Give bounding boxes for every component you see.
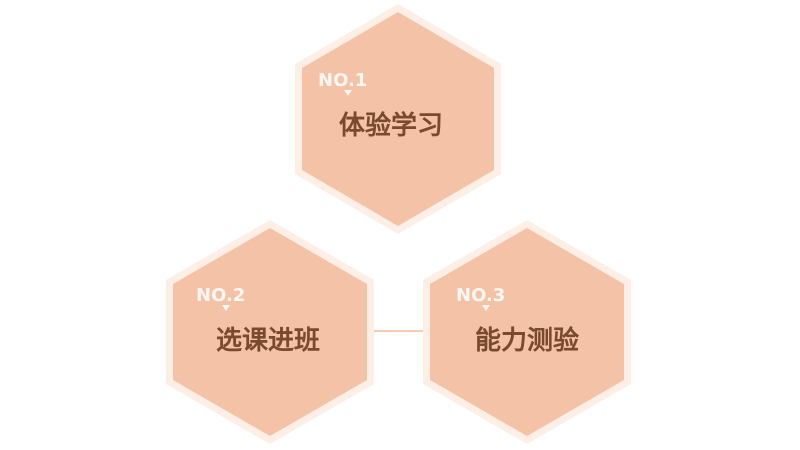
step-3-tag-notch [482, 305, 490, 311]
step-2-label: 选课进班 [216, 326, 320, 356]
step-1-tag-notch [344, 90, 352, 96]
step-2-tag-notch [222, 305, 230, 311]
step-2-hexagon-fill [173, 228, 367, 436]
step-2-hexagon: NO.2 选课进班 [166, 220, 374, 444]
step-1-number: NO.1 [318, 70, 367, 91]
step-3-number: NO.3 [456, 285, 505, 306]
step-1-hexagon-fill [302, 12, 494, 226]
step-3-label: 能力测验 [475, 325, 579, 356]
step-3-hexagon-fill [430, 228, 624, 436]
step-2-number: NO.2 [196, 285, 245, 306]
step-1-label: 体验学习 [339, 110, 443, 141]
step-1-hexagon: NO.1 体验学习 [295, 4, 501, 234]
step-3-hexagon: NO.3 能力测验 [423, 220, 631, 444]
